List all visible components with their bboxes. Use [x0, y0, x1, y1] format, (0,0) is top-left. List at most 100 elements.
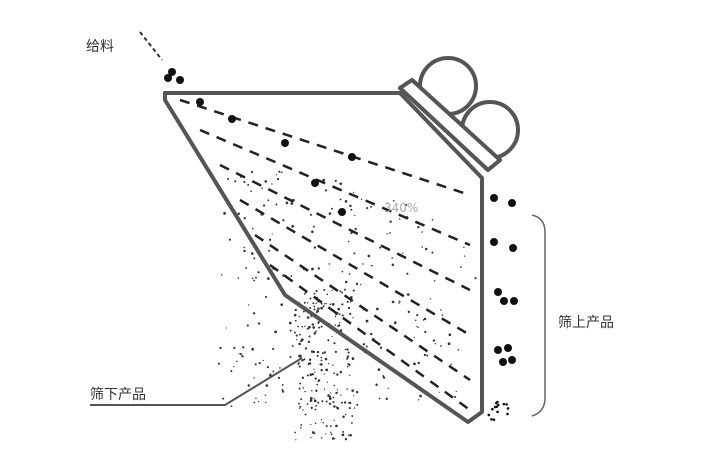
undersize-leader-line	[90, 357, 303, 406]
fine-particle	[335, 391, 338, 395]
fine-particle	[294, 331, 296, 334]
fine-particle	[324, 357, 328, 361]
fine-particle	[280, 171, 283, 174]
fine-particle	[316, 354, 319, 357]
fine-particle	[362, 343, 366, 346]
fine-particle	[474, 277, 477, 280]
fine-particle	[391, 257, 394, 259]
fine-particle	[303, 301, 306, 304]
fine-particle	[243, 246, 246, 249]
fine-particle	[269, 373, 272, 376]
fine-particle	[386, 202, 389, 205]
fine-particle	[238, 353, 240, 355]
fine-particle	[333, 342, 336, 345]
coarse-particle	[196, 98, 204, 106]
fine-particle	[335, 424, 338, 428]
fine-particle	[311, 390, 313, 392]
fine-particle	[298, 342, 301, 346]
fine-particle	[349, 374, 351, 377]
fine-particle	[332, 401, 335, 404]
fine-particle	[239, 352, 243, 356]
coarse-particle	[494, 288, 502, 296]
fine-particle	[320, 418, 323, 421]
fine-particle	[336, 407, 340, 410]
fine-particle	[346, 300, 349, 303]
fine-particle	[298, 365, 301, 368]
fine-particle	[243, 249, 246, 253]
fine-particle	[304, 413, 307, 416]
fine-particle	[350, 422, 353, 424]
fine-particle	[342, 415, 345, 419]
flow-line	[179, 98, 471, 197]
fine-particle	[320, 306, 324, 310]
fine-particle	[356, 403, 359, 406]
fine-particle	[413, 336, 415, 338]
coarse-particle	[348, 153, 356, 161]
fine-particle	[338, 313, 341, 315]
fine-particle	[237, 212, 241, 215]
fine-particle	[245, 267, 248, 269]
fine-particle	[360, 198, 363, 201]
fine-particle	[281, 390, 285, 393]
fine-particle	[237, 277, 240, 279]
fine-particle	[302, 409, 304, 411]
fine-particle	[348, 407, 351, 410]
fine-particle	[353, 407, 356, 409]
fine-particle	[429, 298, 432, 300]
fine-particle	[301, 338, 304, 341]
fine-particle	[333, 372, 336, 375]
fine-particle	[291, 224, 295, 228]
fine-particle	[311, 267, 314, 271]
fine-particle	[330, 425, 332, 428]
fine-particle	[315, 405, 317, 407]
fine-particle	[257, 322, 261, 325]
fine-particle	[353, 252, 356, 255]
fine-oversize-particle	[506, 412, 509, 416]
fine-particle	[417, 399, 420, 401]
fine-particle	[298, 402, 300, 405]
fine-particle	[417, 326, 419, 329]
fine-particle	[318, 326, 321, 329]
fine-particle	[391, 263, 395, 266]
coarse-particle	[168, 68, 176, 76]
fine-particle	[230, 405, 233, 407]
fine-particle	[421, 246, 424, 248]
fine-particle	[417, 361, 420, 365]
fine-oversize-particle	[495, 401, 498, 405]
fine-particle	[352, 289, 355, 292]
fine-particle	[308, 362, 312, 365]
fine-particle	[233, 346, 236, 350]
fine-oversize-particle	[491, 407, 494, 411]
fine-particle	[426, 354, 429, 357]
fine-particle	[253, 257, 256, 260]
fine-particle	[313, 331, 317, 335]
fine-particle	[295, 439, 297, 441]
fine-particle	[337, 324, 340, 328]
fine-particle	[341, 433, 345, 437]
fine-particle	[234, 180, 237, 183]
fine-particle	[391, 300, 395, 304]
fine-particle	[264, 295, 268, 298]
fine-particle	[320, 356, 323, 359]
fine-particle	[243, 217, 246, 220]
fine-particle	[342, 430, 345, 433]
fine-particle	[317, 322, 320, 325]
fine-particle	[440, 345, 442, 347]
fine-particle	[314, 422, 317, 425]
fine-particle	[324, 303, 326, 305]
fine-particle	[303, 358, 306, 361]
fine-particle	[359, 283, 362, 286]
fine-particle	[457, 349, 460, 351]
fine-particle	[350, 232, 353, 235]
fine-particle	[341, 291, 344, 294]
fine-particle	[370, 264, 373, 267]
fine-particle	[310, 406, 313, 410]
fine-particle	[389, 232, 391, 234]
fine-particle	[339, 370, 342, 374]
fine-particle	[248, 304, 250, 306]
fine-particle	[341, 270, 344, 273]
fine-particle	[331, 335, 333, 338]
oversize-label: 筛上产品	[558, 315, 614, 331]
fine-particle	[328, 263, 331, 265]
